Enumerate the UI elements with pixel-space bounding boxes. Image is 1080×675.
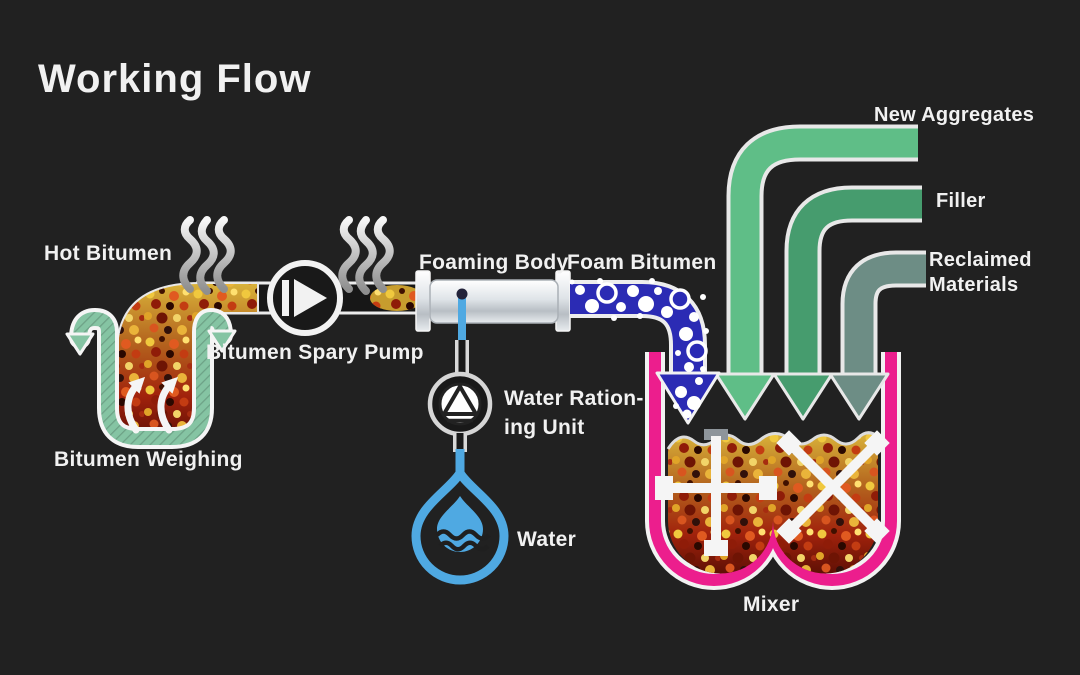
water-inlet-port (456, 288, 468, 300)
label-water: Water (517, 528, 576, 551)
label-mixer: Mixer (743, 593, 799, 616)
steam-icon-left (179, 216, 235, 295)
foam-bubbles (569, 278, 709, 419)
label-bitumen-spray-pump: Bitumen Spary Pump (206, 341, 424, 364)
bitumen-pump-icon (267, 260, 343, 336)
foam-bitumen-stream (569, 278, 721, 425)
label-reclaimed-line1: Reclaimed (929, 249, 1032, 271)
mixer-paddle-plus-icon (655, 429, 777, 556)
label-hot-bitumen: Hot Bitumen (44, 242, 172, 265)
label-new-aggregates: New Aggregates (874, 104, 1034, 126)
weighing-up-arrows-icon (124, 376, 179, 434)
page-title: Working Flow (38, 57, 311, 101)
label-foam-bitumen: Foam Bitumen (567, 251, 716, 274)
water-pump-icon (427, 371, 493, 437)
mixer-paddle-x-icon (776, 430, 890, 544)
label-foaming-body: Foaming Body (419, 251, 568, 274)
water-rationing-unit (427, 340, 493, 480)
reclaimed-materials-arrow (828, 250, 926, 421)
bitumen-weighing-container (65, 308, 237, 449)
mixer-vessel (645, 352, 901, 590)
label-water-rationing-line2: ing Unit (504, 416, 585, 439)
steam-icon-right (338, 216, 394, 295)
label-filler: Filler (936, 190, 986, 212)
water-drop-icon (411, 468, 509, 585)
new-aggregates-arrow (714, 124, 918, 421)
label-bitumen-weighing: Bitumen Weighing (54, 448, 243, 471)
label-reclaimed-line2: Materials (929, 274, 1018, 296)
weighing-hook-left (65, 332, 95, 356)
weighing-hook-right (207, 329, 237, 353)
filler-arrow (772, 185, 922, 421)
label-water-rationing-line1: Water Ration- (504, 387, 644, 410)
